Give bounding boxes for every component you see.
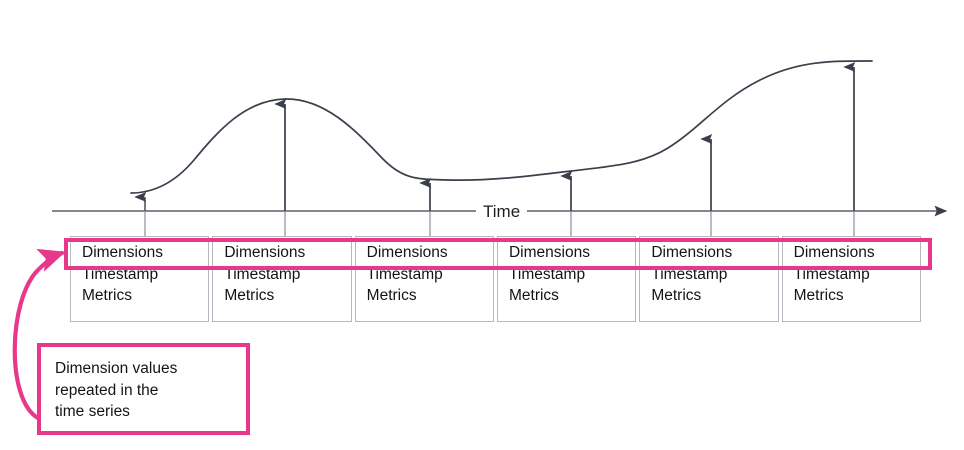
dimensions-row-highlight — [64, 238, 932, 270]
record-box[interactable]: Dimensions Timestamp Metrics — [639, 236, 779, 322]
record-row: Dimensions Timestamp Metrics Dimensions … — [70, 236, 921, 322]
record-box[interactable]: Dimensions Timestamp Metrics — [354, 236, 494, 322]
record-metrics: Metrics — [224, 287, 275, 304]
record-box[interactable]: Dimensions Timestamp Metrics — [212, 236, 352, 322]
record-box[interactable]: Dimensions Timestamp Metrics — [496, 236, 637, 322]
callout-line-2: repeated in the — [55, 381, 159, 399]
callout-box: Dimension values repeated in the time se… — [37, 343, 250, 435]
record-dimensions: Dimensions — [366, 244, 448, 261]
callout-line-3: time series — [55, 403, 130, 420]
record-dimensions: Dimensions — [82, 244, 163, 261]
record-dimensions: Dimensions — [508, 244, 590, 261]
record-metrics: Metrics — [651, 287, 702, 304]
timeseries-curve — [130, 60, 873, 194]
record-metrics: Metrics — [366, 287, 417, 304]
record-dimensions: Dimensions — [651, 244, 733, 261]
record-dimensions: Dimensions — [224, 244, 306, 261]
record-metrics: Metrics — [82, 287, 132, 304]
record-metrics: Metrics — [793, 287, 844, 304]
record-metrics: Metrics — [508, 287, 559, 304]
callout-line-1: Dimension values — [55, 360, 178, 377]
record-dimensions: Dimensions — [793, 244, 875, 261]
time-axis-label: Time — [476, 203, 528, 220]
